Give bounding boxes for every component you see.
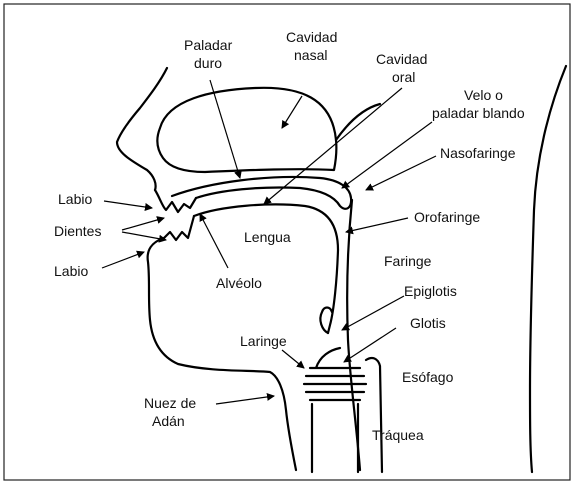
label-glotis: Glotis	[410, 315, 446, 331]
label-velo-1: Velo o	[464, 87, 503, 103]
label-paladar-duro-2: duro	[194, 55, 222, 71]
arrow-dientes-lower	[122, 232, 166, 240]
larynx-outline	[304, 348, 366, 472]
label-orofaringe: Orofaringe	[414, 209, 480, 225]
arrow-labio-superior	[104, 201, 152, 208]
arrow-nasofaringe	[366, 156, 436, 190]
arrow-dientes-upper	[122, 218, 164, 230]
label-cavidad-nasal-2: nasal	[294, 47, 327, 63]
label-traquea: Tráquea	[372, 427, 424, 443]
arrow-orofaringe	[346, 218, 408, 232]
label-alveolo: Alvéolo	[216, 275, 262, 291]
back-of-head-outline	[336, 104, 380, 140]
arrow-alveolo	[200, 214, 228, 268]
label-dientes: Dientes	[54, 223, 101, 239]
label-esofago: Esófago	[402, 369, 454, 385]
label-paladar-duro-1: Paladar	[184, 37, 233, 53]
label-nuez-1: Nuez de	[144, 395, 196, 411]
arrow-cavidad-nasal	[282, 96, 302, 128]
arrow-epiglotis	[342, 296, 404, 330]
arrow-cavidad-oral	[264, 88, 402, 204]
arrow-labio-inferior	[102, 252, 144, 268]
label-labio-inferior: Labio	[54, 263, 88, 279]
label-lengua: Lengua	[244, 229, 291, 245]
arrow-nuez	[216, 396, 274, 404]
back-of-neck-outline	[530, 66, 566, 472]
label-cavidad-oral-2: oral	[392, 69, 415, 85]
label-velo-2: paladar blando	[432, 105, 525, 121]
tongue-outline	[194, 204, 338, 333]
upper-lip-teeth-outline	[155, 190, 196, 212]
lower-lip-chin-outline	[148, 238, 296, 470]
label-nasofaringe: Nasofaringe	[440, 145, 516, 161]
arrow-paladar-duro	[210, 80, 240, 178]
nasal-cavity-outline	[157, 88, 336, 172]
label-cavidad-nasal-1: Cavidad	[286, 29, 337, 45]
anatomy-outline	[117, 66, 566, 472]
arrow-laringe	[282, 350, 304, 368]
label-laringe: Laringe	[240, 333, 287, 349]
arrow-velo	[342, 122, 432, 188]
label-epiglotis: Epiglotis	[404, 283, 457, 299]
arrow-glotis	[344, 328, 396, 362]
label-labio-superior: Labio	[58, 191, 92, 207]
esophagus-outline	[366, 358, 382, 472]
label-faringe: Faringe	[384, 253, 432, 269]
label-nuez-2: Adán	[152, 413, 185, 429]
label-cavidad-oral-1: Cavidad	[376, 51, 427, 67]
lower-teeth-outline	[164, 216, 194, 240]
